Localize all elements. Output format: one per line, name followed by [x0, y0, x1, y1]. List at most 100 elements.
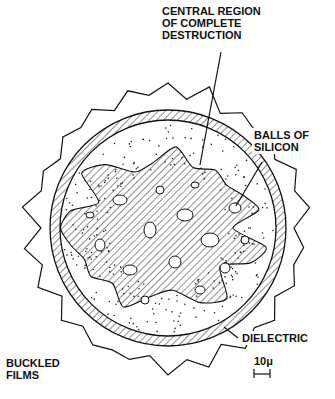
stipple-dot [245, 185, 247, 187]
stipple-dot [66, 254, 68, 256]
stipple-dot [122, 163, 124, 165]
stipple-dot [94, 298, 96, 300]
stipple-dot [177, 321, 179, 323]
silicon-ball [169, 256, 181, 268]
stipple-dot [91, 297, 93, 299]
silicon-ball [95, 239, 105, 251]
part-label: BALLS OF SILICON [252, 128, 320, 154]
stipple-dot [264, 188, 266, 190]
stipple-dot [84, 267, 86, 269]
stipple-dot [91, 197, 93, 199]
stipple-dot [230, 295, 232, 297]
stipple-dot [184, 303, 186, 305]
stipple-dot [191, 128, 193, 130]
stipple-dot [250, 227, 252, 229]
stipple-dot [264, 203, 266, 205]
stipple-dot [114, 143, 116, 145]
stipple-dot [115, 304, 117, 306]
stipple-dot [96, 292, 98, 294]
stipple-dot [236, 164, 238, 166]
part-label: DIELECTRIC [240, 331, 324, 345]
stipple-dot [84, 265, 86, 267]
stipple-dot [136, 168, 138, 170]
stipple-dot [222, 150, 224, 152]
stipple-dot [272, 230, 274, 232]
stipple-dot [142, 139, 144, 141]
stipple-dot [224, 276, 226, 278]
leader-line [200, 52, 221, 165]
stipple-dot [138, 329, 140, 331]
region-label: CENTRAL REGION OF COMPLETE DESTRUCTION [160, 4, 276, 42]
stipple-dot [161, 298, 163, 300]
stipple-dot [193, 153, 195, 155]
stipple-dot [218, 320, 220, 322]
stipple-dot [174, 328, 176, 330]
scale-bar [254, 369, 270, 378]
stipple-dot [222, 306, 224, 308]
stipple-dot [66, 198, 68, 200]
destruction-region [61, 147, 267, 307]
stipple-dot [256, 275, 258, 277]
stipple-dot [113, 315, 115, 317]
stipple-dot [155, 302, 157, 304]
silicon-balls [86, 182, 249, 304]
stipple-dot [129, 146, 131, 148]
stipple-dot [256, 274, 258, 276]
stipple-dot [149, 140, 151, 142]
stipple-dot [171, 311, 173, 313]
stipple-dot [70, 252, 72, 254]
stipple-dot [133, 162, 135, 164]
stipple-dot [136, 326, 138, 328]
stipple-dot [257, 283, 259, 285]
stipple-dot [155, 153, 157, 155]
stipple-dot [147, 321, 149, 323]
stipple-dot [71, 254, 73, 256]
stipple-dot [159, 303, 161, 305]
stipple-dot [156, 331, 158, 333]
stipple-dot [211, 144, 213, 146]
stipple-dot [165, 127, 167, 129]
silicon-ball [177, 209, 193, 221]
stipple-dot [117, 301, 119, 303]
stipple-dot [266, 207, 268, 209]
stipple-dot [176, 300, 178, 302]
scale-label: 10μ [252, 354, 286, 368]
silicon-ball [86, 212, 94, 218]
silicon-ball [220, 263, 230, 273]
stipple-dot [102, 154, 104, 156]
stipple-dot [195, 316, 197, 318]
leader-lines [200, 52, 262, 338]
stipple-dot [130, 141, 132, 143]
silicon-ball [156, 186, 164, 194]
stipple-dot [72, 205, 74, 207]
stipple-dot [232, 294, 234, 296]
silicon-ball [229, 203, 241, 213]
stipple-dot [108, 301, 110, 303]
stipple-dot [235, 295, 237, 297]
stipple-dot [166, 138, 168, 140]
silicon-ball [141, 296, 149, 304]
stipple-dot [233, 146, 235, 148]
stipple-dot [241, 297, 243, 299]
stipple-dot [220, 169, 222, 171]
stipple-dot [244, 231, 246, 233]
stipple-dot [180, 325, 182, 327]
silicon-ball [241, 236, 249, 244]
stipple-dot [262, 232, 264, 234]
stipple-dot [64, 249, 66, 251]
part-label: BUCKLED FILMS [4, 356, 78, 382]
stipple-dot [225, 178, 227, 180]
silicon-ball [191, 182, 199, 188]
stipple-dot [204, 310, 206, 312]
stipple-dot [235, 174, 237, 176]
stipple-dot [107, 313, 109, 315]
stipple-dot [75, 184, 77, 186]
silicon-ball [201, 233, 219, 247]
stipple-dot [173, 320, 175, 322]
stipple-dot [189, 155, 191, 157]
dielectric-ring-inner [60, 120, 276, 336]
stipple-dot [143, 138, 145, 140]
stipple-dot [129, 322, 131, 324]
stipple-dot [232, 276, 234, 278]
stipple-dot [132, 323, 134, 325]
